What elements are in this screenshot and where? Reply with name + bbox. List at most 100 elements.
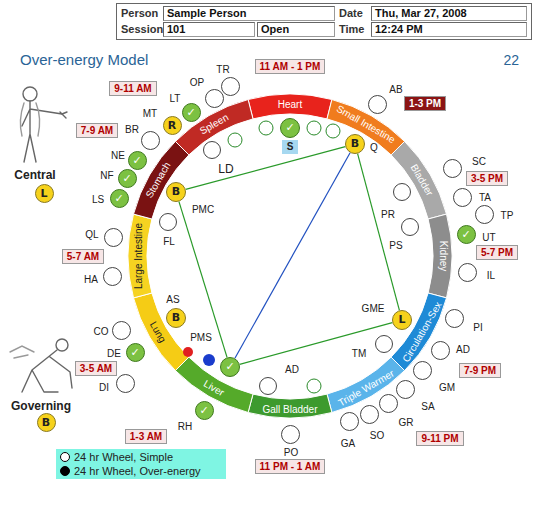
legend-text: 24 hr Wheel, Over-energy [74, 465, 201, 477]
point-circle: LT✓ [182, 103, 201, 122]
legend-sample-filled [60, 466, 70, 476]
point-circle: AB [368, 95, 387, 114]
ring-segment [327, 100, 405, 155]
meridian-band: Bladder [409, 162, 436, 197]
point-label: LT [170, 93, 181, 104]
point-circle: QB [345, 134, 365, 154]
point-circle: PS [401, 218, 419, 236]
point-circle: GoverningB [37, 413, 56, 432]
point-mark: ✓ [183, 104, 200, 121]
time-range: 5-7 PM [481, 247, 513, 258]
point-mark: ✓ [127, 344, 144, 361]
point-label: GA [341, 438, 355, 449]
time-range: 9-11 PM [421, 433, 458, 444]
point-circle: RH✓ [195, 401, 214, 420]
ring-segment [327, 357, 405, 412]
point-circle: SC [443, 159, 462, 178]
field-value: 12:24 PM [371, 22, 527, 37]
plain-point [326, 124, 340, 138]
point-mark: ✓ [196, 402, 213, 419]
point-label: DI [99, 382, 109, 393]
meridian-name: Small Intestine [335, 103, 397, 145]
connector-line [358, 154, 400, 311]
point-mark: B [346, 135, 364, 153]
time-range: 1-3 AM [130, 431, 162, 442]
time-range: 3-5 PM [471, 173, 503, 184]
meridian-band: Kidney [437, 241, 448, 272]
meridian-name: Liver [202, 378, 226, 398]
field-label: Date [339, 7, 363, 19]
point-circle: TP [475, 205, 494, 224]
point-label: AD [285, 364, 299, 375]
point-circle: TM [375, 335, 393, 353]
meridian-band: Gall Bladder [262, 403, 317, 414]
legend-text: 24 hr Wheel, Simple [74, 451, 173, 463]
time-box: 1-3 PM [404, 96, 446, 111]
time-box: 3-5 AM [75, 361, 117, 376]
point-label: TM [352, 348, 366, 359]
field-value: Sample Person [163, 6, 335, 21]
red-dot [183, 347, 193, 357]
meridian-name: Gall Bladder [262, 403, 317, 414]
time-range: 5-7 AM [67, 251, 99, 262]
time-range: 9-11 AM [114, 83, 151, 94]
plain-point [259, 121, 273, 135]
meridian-name: Kidney [437, 241, 448, 272]
point-label: Central [14, 168, 55, 182]
point-circle: PMS✓ [220, 357, 240, 377]
meridian-band: Heart [278, 98, 302, 109]
plain-point [307, 379, 321, 393]
point-label: QL [85, 229, 98, 240]
point-label: AS [166, 294, 179, 305]
point-circle: UT✓ [457, 225, 476, 244]
time-range: 3-5 AM [80, 363, 112, 374]
point-circle: ✓ [280, 118, 300, 138]
point-circle: AD [431, 341, 450, 360]
point-label: RH [178, 421, 192, 432]
point-label: TA [479, 192, 491, 203]
governing-figure [10, 339, 72, 392]
point-label: TR [216, 64, 229, 75]
time-range: 7-9 AM [81, 125, 113, 136]
plain-point [228, 133, 242, 147]
marker-box: S [282, 140, 298, 154]
point-circle: GM [413, 361, 432, 380]
point-circle: TR [221, 77, 240, 96]
point-label: Q [370, 142, 378, 153]
meridian-band: Small Intestine [335, 103, 397, 145]
diagram-title: Over-energy Model [20, 51, 148, 68]
point-circle: PI [445, 309, 464, 328]
point-label: AD [456, 344, 470, 355]
point-label: OP [190, 77, 204, 88]
point-mark: L [36, 185, 53, 202]
point-label: PMC [192, 204, 214, 215]
meridian-name: Large Intestine [132, 223, 143, 289]
point-label: NF [100, 170, 113, 181]
point-mark: L [393, 311, 411, 329]
point-mark: ✓ [119, 170, 136, 187]
point-label: FL [163, 236, 175, 247]
field-label: Session [121, 23, 163, 35]
point-circle: CO [112, 321, 131, 340]
blue-dot [203, 354, 215, 366]
time-box: 5-7 AM [62, 249, 104, 264]
point-label: UT [482, 232, 495, 243]
meridian-name: Lung [148, 320, 169, 345]
point-mark: B [38, 414, 55, 431]
ring-segment [248, 394, 332, 418]
point-mark: ✓ [129, 152, 146, 169]
point-mark: ✓ [111, 190, 128, 207]
point-mark: ✓ [458, 226, 475, 243]
meridian-band: Large Intestine [132, 223, 143, 289]
point-mark: B [167, 183, 185, 201]
meridian-band: Liver [202, 378, 226, 398]
point-mark: R [164, 117, 181, 134]
point-circle: SO [360, 405, 379, 424]
point-label: GM [439, 382, 455, 393]
point-circle: PO [281, 425, 300, 444]
marker-letter: S [287, 141, 294, 152]
point-label: DE [107, 348, 121, 359]
time-box: 3-5 PM [466, 171, 508, 186]
point-label: SA [421, 401, 434, 412]
time-box: 5-7 PM [476, 245, 518, 260]
